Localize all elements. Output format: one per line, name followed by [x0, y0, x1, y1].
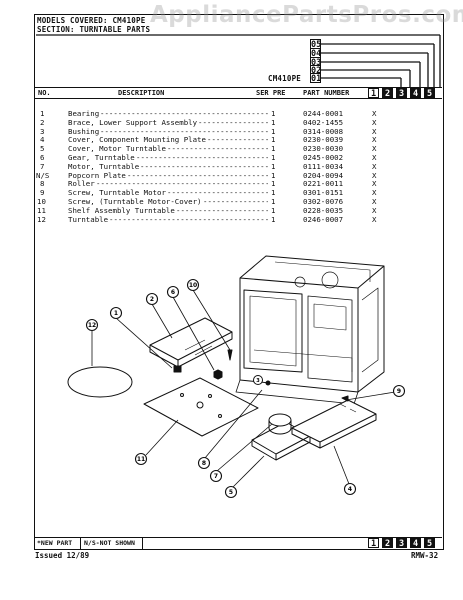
callout-7: 7: [209, 469, 223, 483]
svg-text:3: 3: [256, 378, 260, 384]
svg-text:7: 7: [214, 473, 218, 480]
page-frame: [34, 14, 444, 550]
gear-shape: [213, 369, 223, 380]
callout-9: 9: [392, 384, 406, 398]
footer-divider: [80, 537, 81, 549]
footer-divider: [142, 537, 143, 549]
brace-lower-support-shape: [149, 317, 233, 361]
section-title: SECTION: TURNTABLE PARTS: [37, 25, 151, 34]
bearing-shape: [173, 365, 182, 373]
svg-text:10: 10: [189, 282, 197, 289]
svg-text:11: 11: [137, 456, 145, 463]
callout-8: 8: [197, 456, 211, 470]
svg-text:1: 1: [114, 310, 118, 317]
col-part-number: PART NUMBER: [303, 89, 350, 97]
callout-11: 11: [134, 452, 148, 466]
motor-shape: [268, 413, 292, 427]
model-digit-01: 01: [310, 73, 322, 84]
footer-digit-1: 1: [368, 538, 379, 549]
footer-digit-4: 4: [410, 538, 421, 549]
callout-12: 12: [85, 318, 99, 332]
page-code: RMW-32: [411, 551, 439, 560]
svg-text:8: 8: [202, 460, 206, 467]
shelf-assembly-shape: [143, 377, 259, 437]
watermark: AppliancePartsPros.com: [150, 2, 463, 28]
col-digit-3: 3: [396, 88, 407, 99]
footer-digit-3: 3: [396, 538, 407, 549]
col-digit-2: 2: [382, 88, 393, 99]
callout-1: 1: [109, 306, 123, 320]
turntable-shape: [67, 366, 133, 398]
col-no: NO.: [38, 89, 51, 97]
svg-text:4: 4: [348, 486, 352, 493]
svg-text:5: 5: [229, 489, 233, 496]
callout-6: 6: [166, 285, 180, 299]
svg-text:12: 12: [88, 322, 96, 329]
callout-4: 4: [343, 482, 357, 496]
models-covered: MODELS COVERED: CM410PE: [37, 16, 146, 25]
callout-5: 5: [224, 485, 238, 499]
col-digit-4: 4: [410, 88, 421, 99]
svg-text:2: 2: [150, 296, 154, 303]
footer-digit-5: 5: [424, 538, 435, 549]
col-ser-pre: SER PRE: [256, 89, 286, 97]
footer-bar: [35, 537, 442, 549]
issued-date: Issued 12/89: [35, 551, 90, 560]
footer-new-part: *NEW PART: [37, 539, 73, 547]
footer-not-shown: N/S-NOT SHOWN: [84, 539, 135, 547]
svg-text:9: 9: [397, 388, 401, 395]
svg-text:6: 6: [171, 289, 175, 296]
model-label: CM410PE: [268, 74, 302, 83]
col-description: DESCRIPTION: [118, 89, 165, 97]
callout-3: 3: [253, 375, 263, 385]
callout-group: 12 1 2 6 10 11 8 7 5 4 9 3: [85, 278, 406, 499]
column-header-bar: [35, 87, 442, 99]
footer-digit-2: 2: [382, 538, 393, 549]
callout-2: 2: [145, 292, 159, 306]
col-digit-1: 1: [368, 88, 379, 99]
callout-10: 10: [186, 278, 200, 292]
col-digit-5: 5: [424, 88, 435, 99]
